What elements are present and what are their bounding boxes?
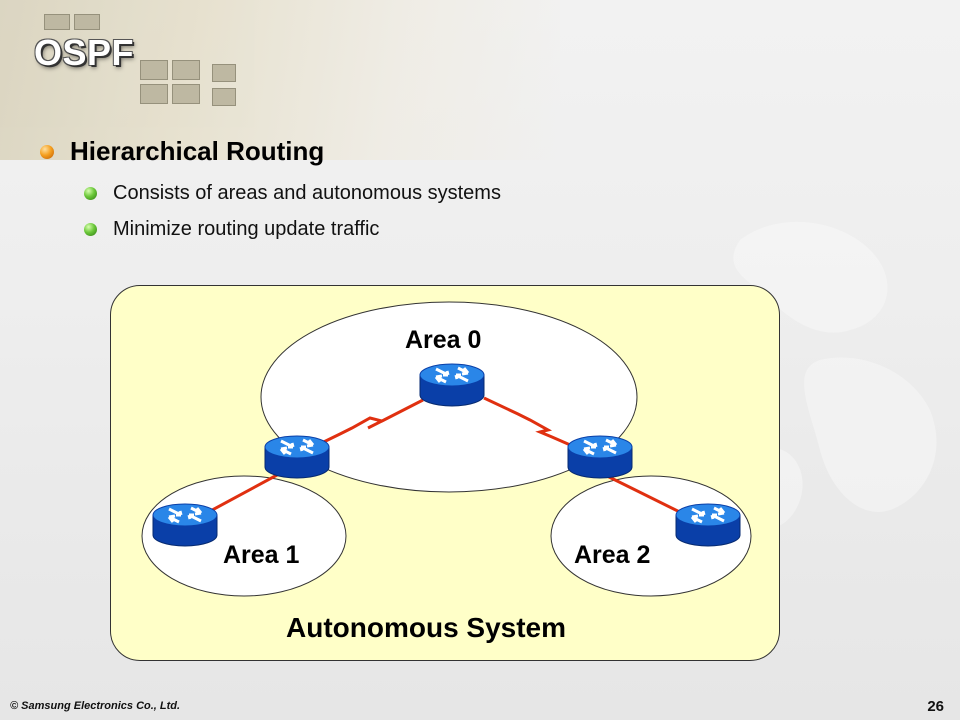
header-banner-image — [0, 0, 560, 160]
orange-bullet-icon — [40, 144, 54, 159]
network-port-decoration — [212, 88, 236, 106]
network-port-decoration — [74, 14, 100, 30]
sub-bullet-text: Minimize routing update traffic — [113, 218, 380, 240]
router-icon — [151, 502, 219, 548]
network-port-decoration — [172, 60, 200, 80]
green-bullet-icon — [84, 223, 97, 236]
network-port-decoration — [172, 84, 200, 104]
network-port-decoration — [44, 14, 70, 30]
area-1-label: Area 1 — [223, 541, 300, 569]
heading-bullet: Hierarchical Routing — [40, 136, 324, 167]
sub-bullet: Minimize routing update traffic — [84, 218, 379, 241]
router-icon — [566, 434, 634, 480]
heading-text: Hierarchical Routing — [70, 136, 325, 166]
autonomous-system-label: Autonomous System — [286, 612, 567, 643]
area-0-label: Area 0 — [405, 326, 482, 354]
green-bullet-icon — [84, 187, 97, 200]
network-port-decoration — [212, 64, 236, 82]
network-port-decoration — [140, 60, 168, 80]
serial-link-area0-left — [296, 398, 424, 457]
serial-link-area0-right — [483, 396, 601, 460]
sub-bullet-text: Consists of areas and autonomous systems — [113, 182, 501, 204]
slide-title: OSPF — [34, 32, 135, 73]
area-2-label: Area 2 — [574, 541, 651, 569]
network-port-decoration — [140, 84, 168, 104]
sub-bullet: Consists of areas and autonomous systems — [84, 182, 501, 205]
router-icon — [418, 362, 486, 408]
page-number: 26 — [927, 698, 944, 715]
copyright-footer: © Samsung Electronics Co., Ltd. — [10, 700, 181, 712]
router-icon — [674, 502, 742, 548]
router-icon — [263, 434, 331, 480]
